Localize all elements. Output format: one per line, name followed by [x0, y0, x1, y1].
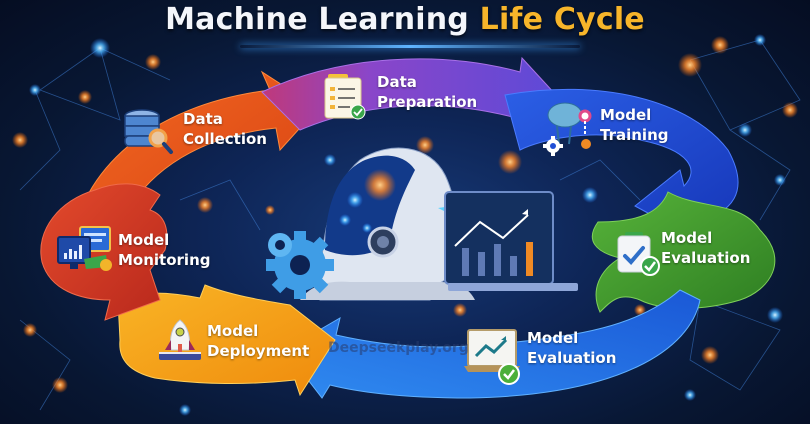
clipboard-check-icon	[322, 72, 368, 120]
laptop-chart-illustration	[444, 191, 578, 291]
stage-label-line1: Model	[600, 106, 652, 124]
stage-model-training: Model Training	[600, 105, 668, 145]
brain-gear-icon	[541, 100, 593, 156]
rocket-laptop-icon	[155, 318, 205, 364]
title-main-text: Machine Learning	[165, 2, 480, 37]
stage-data-preparation: Data Preparation	[377, 72, 477, 112]
stage-label-line2: Monitoring	[118, 251, 211, 269]
stage-data-collection: Data Collection	[183, 109, 267, 149]
stage-label-line2: Collection	[183, 130, 267, 148]
stage-model-deployment: Model Deployment	[207, 321, 309, 361]
stage-model-evaluation-blue: Model Evaluation	[527, 328, 616, 368]
stage-label-line1: Data	[377, 73, 417, 91]
stage-label-line1: Model	[118, 231, 170, 249]
data-collection-arrow	[69, 70, 319, 251]
stage-label-line2: Training	[600, 126, 669, 144]
title-highlight-text: Life Cycle	[479, 2, 645, 37]
stage-label-line1: Model	[661, 229, 713, 247]
database-magnifier-icon	[122, 108, 174, 158]
stage-label-line1: Model	[527, 329, 579, 347]
stage-label-line1: Data	[183, 110, 223, 128]
checklist-icon	[615, 230, 661, 278]
model-evaluation-blob	[591, 191, 776, 313]
monitor-dashboard-icon	[56, 225, 114, 275]
watermark-text: Deepseekplay.org	[328, 340, 469, 356]
stage-model-monitoring: Model Monitoring	[118, 230, 210, 270]
stage-label-line2: Deployment	[207, 342, 310, 360]
title-underline-glow	[240, 45, 580, 48]
stage-label-line2: Preparation	[377, 93, 478, 111]
robot-head-illustration	[300, 147, 475, 301]
stage-label-line2: Evaluation	[661, 249, 751, 267]
stage-model-evaluation-green: Model Evaluation	[661, 228, 750, 268]
stage-label-line2: Evaluation	[527, 349, 617, 367]
page-title: Machine Learning Life Cycle	[0, 2, 810, 37]
laptop-chart-check-icon	[462, 328, 524, 388]
model-deployment-arrow	[117, 284, 336, 397]
stage-label-line1: Model	[207, 322, 259, 340]
